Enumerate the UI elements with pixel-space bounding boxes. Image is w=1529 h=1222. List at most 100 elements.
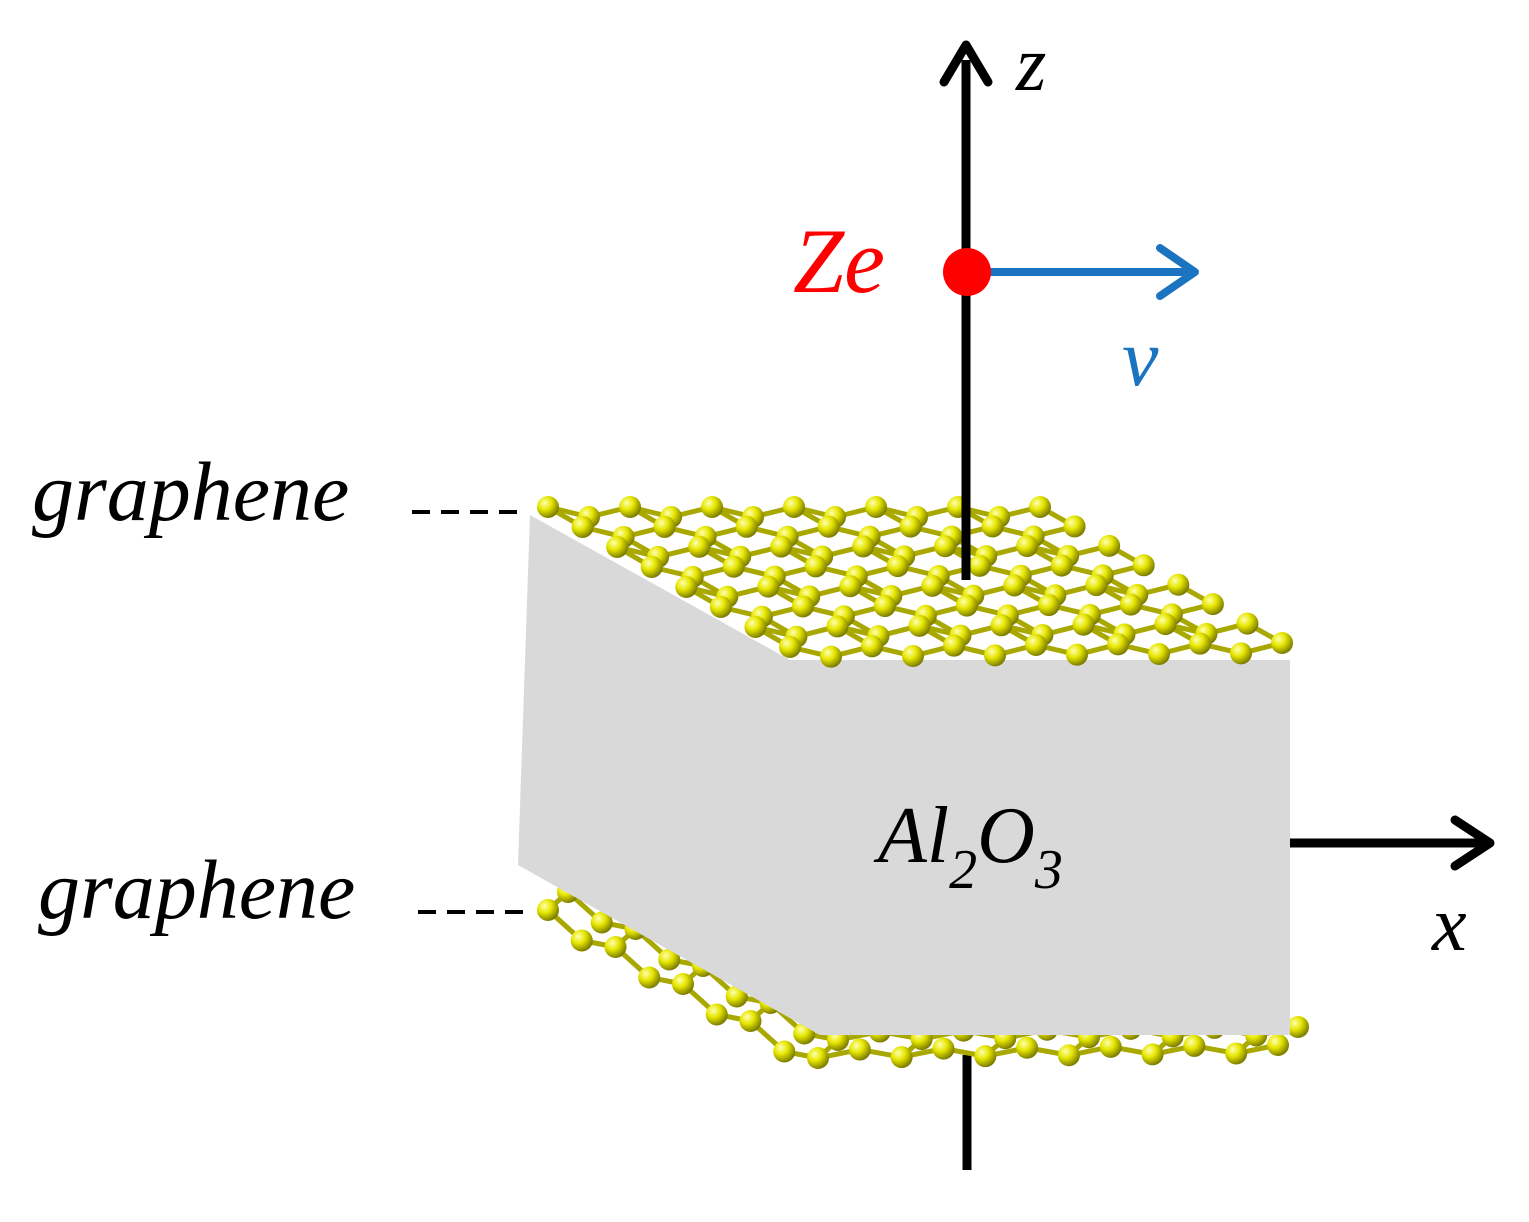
graphene-atom (955, 594, 978, 617)
graphene-atom (770, 535, 793, 558)
graphene-atom (886, 555, 909, 578)
graphene-atom (1066, 643, 1088, 666)
graphene-atom (1141, 1043, 1164, 1066)
graphene-atom (640, 556, 663, 578)
graphene-atom (722, 555, 745, 578)
graphene-atom (571, 516, 594, 538)
graphene-atom (1267, 1034, 1289, 1056)
graphene-atom (606, 536, 629, 558)
graphene-atom (744, 616, 767, 638)
graphene-atom (537, 496, 559, 518)
graphene-atom (908, 614, 931, 637)
graphene-atom (1154, 613, 1177, 636)
al2o3-slab (518, 515, 1290, 1035)
graphene-atom (1029, 496, 1051, 518)
graphene-atom (1148, 643, 1170, 665)
slab-label-al: Al (873, 792, 949, 880)
graphene-atom (1183, 1034, 1206, 1057)
x-axis-label: x (1431, 880, 1467, 967)
graphene-atom (826, 615, 849, 638)
graphene-atom (1225, 1042, 1248, 1065)
graphene-atom (1050, 554, 1073, 577)
slab-label-o: O (977, 792, 1035, 880)
graphene-atom (1107, 633, 1129, 656)
graphene-atom (779, 636, 801, 658)
slab-material-label: Al2O3 (873, 792, 1063, 901)
graphene-atom (1132, 554, 1155, 577)
graphene-atom (1287, 1016, 1309, 1038)
graphene-atom (804, 555, 827, 578)
charge-label: Ze (793, 210, 885, 312)
graphene-atom (791, 595, 814, 618)
top-graphene-label: graphene (32, 446, 349, 539)
graphene-atom (619, 496, 641, 518)
graphene-atom (852, 535, 875, 558)
graphene-atom (1085, 574, 1108, 597)
top-graphene-layer (537, 496, 1293, 668)
graphene-atom (709, 596, 732, 618)
graphene-atom (1271, 632, 1293, 654)
graphene-atom (1016, 535, 1039, 558)
graphene-atom (1098, 534, 1121, 557)
velocity-arrowhead (1156, 244, 1199, 300)
graphene-atom (783, 496, 805, 518)
graphene-atom (739, 1010, 762, 1032)
graphene-atom (817, 515, 840, 538)
graphene-atom (1099, 1035, 1122, 1058)
graphene-atom (873, 595, 896, 618)
graphene-atom (638, 966, 661, 989)
graphene-atom (921, 574, 944, 597)
charge-particle (943, 248, 991, 296)
graphene-atom (1025, 634, 1047, 656)
graphene-atom (773, 1040, 796, 1063)
graphene-atom (848, 1038, 871, 1061)
graphene-atom (1189, 632, 1211, 655)
graphene-atom (658, 948, 681, 971)
graphene-atom (968, 554, 991, 577)
graphene-atom (943, 634, 965, 657)
slab-label-sub2: 2 (949, 839, 977, 901)
graphene-atom (1201, 593, 1224, 616)
graphene-atom (705, 1003, 728, 1026)
graphene-atom (981, 515, 1004, 538)
graphene-atom (1016, 1036, 1039, 1059)
bottom-graphene-label: graphene (38, 844, 355, 937)
graphene-atom (932, 1037, 955, 1060)
velocity-label: v (1122, 312, 1159, 403)
graphene-atom (590, 911, 613, 934)
slab-label-sub3: 3 (1034, 839, 1063, 901)
graphene-atom (1119, 593, 1142, 616)
graphene-atom (902, 645, 924, 667)
graphene-atom (701, 496, 723, 518)
graphene-atom (1236, 612, 1259, 635)
graphene-atom (653, 515, 676, 538)
graphene-atom (984, 644, 1006, 667)
graphene-atom (974, 1045, 997, 1068)
graphene-atom (807, 1047, 829, 1069)
graphene-atom (865, 496, 887, 518)
graphene-atom (890, 1046, 913, 1069)
graphene-atom (672, 973, 694, 995)
graphene-atom (1230, 642, 1252, 665)
graphene-atom (1003, 574, 1026, 597)
graphene-atom (899, 515, 922, 538)
graphene-atom (990, 614, 1013, 637)
graphene-atom (688, 535, 711, 558)
graphene-atom (839, 575, 862, 598)
graphene-atom (735, 515, 758, 538)
x-axis-arrowhead (1450, 815, 1495, 871)
graphene-atom (820, 645, 842, 668)
graphene-atom (537, 899, 559, 921)
graphene-atom (757, 575, 780, 598)
graphene-atom (1167, 573, 1190, 596)
z-axis-arrowhead (939, 40, 993, 87)
z-axis-label: z (1015, 20, 1046, 107)
graphene-atom (1072, 613, 1095, 636)
graphene-atom (604, 936, 627, 958)
graphene-atom (934, 535, 957, 558)
graphene-atom (1063, 515, 1086, 538)
graphene-atom (675, 576, 698, 598)
graphene-atom (570, 929, 593, 952)
graphene-atom (1037, 594, 1060, 617)
